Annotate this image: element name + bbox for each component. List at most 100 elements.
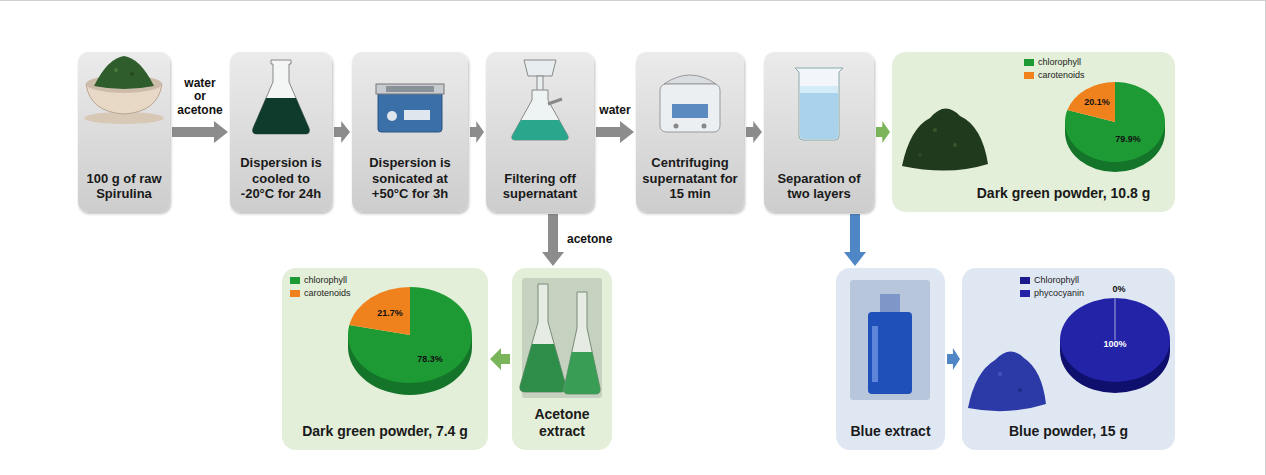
node-text: Blue powder, 15 g — [1009, 423, 1128, 440]
flow-arrow — [490, 348, 510, 370]
flow-arrow — [172, 121, 228, 143]
centrifuge-icon — [660, 75, 720, 132]
powder-icon — [998, 372, 1002, 376]
filtration-icon — [512, 60, 568, 140]
flow-arrow — [746, 121, 762, 143]
pie-chart — [1115, 298, 1116, 340]
pie-percentage: 21.7% — [377, 309, 403, 319]
extract-photo — [880, 294, 900, 314]
pie-chart — [1065, 122, 1165, 172]
pie-percentage: 78.3% — [417, 355, 443, 365]
extract-box: Acetone extract — [512, 268, 612, 450]
beaker-icon — [795, 68, 843, 140]
powder-icon — [953, 143, 957, 147]
flow-arrow — [876, 121, 890, 143]
process-box: Dispersion is sonicated at +50°C for 3h — [352, 52, 468, 212]
filtration-icon — [512, 90, 568, 140]
node-text: Separation of two layers — [770, 171, 868, 202]
flow-arrow — [844, 214, 866, 266]
pie-chart — [1060, 298, 1170, 393]
process-box: Filtering off supernatant — [486, 52, 594, 212]
pie-chart — [1067, 82, 1115, 122]
ultrasonic-bath-icon — [387, 111, 397, 121]
powder-icon — [902, 108, 988, 170]
pie-percentage: 100% — [1103, 340, 1126, 350]
legend-swatch — [1024, 59, 1034, 66]
beaker-icon — [795, 68, 843, 140]
flow-arrow — [947, 348, 960, 370]
ultrasonic-bath-icon — [376, 84, 444, 94]
flow-arrow — [470, 121, 484, 143]
legend-text: carotenoids — [1038, 71, 1085, 81]
flow-arrow — [596, 121, 634, 143]
flow-label: water or acetone — [177, 77, 222, 118]
process-box: 100 g of raw Spirulina — [78, 52, 170, 212]
legend-text: carotenoids — [304, 289, 351, 299]
process-box: Separation of two layers — [764, 52, 874, 212]
pie-chart — [348, 335, 472, 395]
node-text: Acetone extract — [518, 406, 606, 440]
legend-item: Chlorophyll — [1020, 276, 1079, 286]
legend-item: carotenoids — [1024, 71, 1085, 81]
centrifuge-icon — [664, 75, 716, 84]
node-text: Filtering off supernatant — [492, 171, 588, 202]
extract-box: Blue extract — [836, 268, 945, 450]
legend-item: phycocyanin — [1020, 289, 1084, 299]
extract-photo — [872, 326, 878, 382]
spirulina-bowl-icon — [130, 72, 134, 76]
node-text: Centrifuging supernatant for 15 min — [642, 155, 738, 202]
powder-icon — [902, 108, 988, 170]
powder-icon — [918, 153, 922, 157]
ultrasonic-bath-icon — [404, 110, 430, 120]
ultrasonic-bath-icon — [376, 84, 444, 132]
spirulina-bowl-icon — [84, 112, 164, 124]
spirulina-bowl-icon — [114, 68, 118, 72]
legend-swatch — [1020, 290, 1030, 297]
pie-chart — [1065, 82, 1165, 172]
legend-item: chlorophyll — [290, 276, 347, 286]
legend-swatch — [290, 290, 300, 297]
legend-swatch — [1020, 277, 1030, 284]
pie-chart — [1065, 82, 1165, 162]
frame-line — [1265, 0, 1266, 475]
node-text: Blue extract — [850, 423, 930, 440]
ultrasonic-bath-icon — [386, 86, 434, 92]
spirulina-bowl-icon — [86, 84, 162, 114]
beaker-icon — [800, 93, 838, 139]
flask-icon — [253, 60, 310, 134]
pie-chart — [348, 287, 472, 395]
flow-arrow — [542, 214, 564, 266]
legend-item: chlorophyll — [1024, 58, 1081, 68]
legend-swatch — [1024, 72, 1034, 79]
spirulina-bowl-icon — [86, 75, 162, 93]
legend-text: chlorophyll — [304, 276, 347, 286]
extract-photo — [868, 312, 912, 394]
centrifuge-icon — [672, 104, 708, 118]
pie-percentage: 79.9% — [1115, 135, 1141, 145]
node-text: Dark green powder, 10.8 g — [977, 185, 1151, 202]
flow-label: water — [599, 104, 630, 118]
extract-photo — [520, 278, 602, 398]
flow-label: acetone — [567, 233, 612, 247]
extract-photo — [522, 278, 602, 398]
legend-text: chlorophyll — [1038, 58, 1081, 68]
process-box: Dispersion is cooled to -20°C for 24h — [230, 52, 332, 212]
extract-photo — [850, 280, 930, 400]
flask-icon — [253, 60, 310, 134]
legend-swatch — [290, 277, 300, 284]
process-box: Centrifuging supernatant for 15 min — [636, 52, 744, 212]
powder-icon — [968, 351, 1046, 411]
centrifuge-icon — [674, 124, 679, 129]
flow-arrow — [334, 121, 350, 143]
frame-line — [0, 0, 1266, 1]
pie-percentage: 0% — [1112, 285, 1125, 295]
flask-icon — [253, 98, 310, 134]
extract-photo — [564, 292, 600, 394]
pie-chart — [349, 287, 410, 335]
node-text: Dark green powder, 7.4 g — [302, 423, 468, 440]
powder-icon — [933, 128, 937, 132]
filtration-icon — [512, 120, 568, 140]
centrifuge-icon — [660, 84, 720, 132]
